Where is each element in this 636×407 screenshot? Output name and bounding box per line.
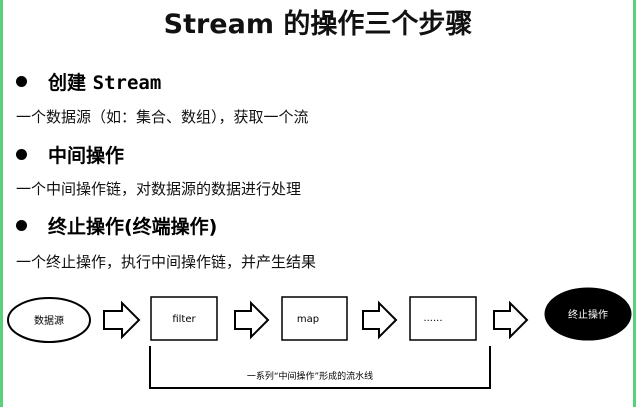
section-description-create: 一个数据源（如：集合、数组），获取一个流 — [16, 108, 309, 126]
page-title: Stream 的操作三个步骤 — [163, 9, 473, 40]
bullet-icon — [16, 76, 27, 87]
section-heading-code: Stream — [92, 72, 162, 94]
bullet-icon — [16, 220, 27, 231]
pipeline-bracket — [149, 346, 491, 389]
flow-arrow-icon — [493, 300, 529, 340]
section-heading-label: 创建 — [48, 72, 93, 94]
map-step-node — [281, 296, 348, 341]
section-heading-create: 创建 Stream — [16, 68, 161, 95]
right-edge-decoration — [633, 0, 636, 407]
section-heading-label: 终止操作(终端操作) — [48, 216, 218, 238]
section-heading-terminal: 终止操作(终端操作) — [16, 212, 217, 239]
left-edge-decoration — [0, 0, 3, 407]
flow-arrow-icon — [234, 300, 270, 340]
flow-arrow-icon — [103, 300, 141, 340]
data-source-label: 数据源 — [34, 314, 64, 327]
terminal-operation-label: 终止操作 — [568, 308, 608, 321]
terminal-operation-node — [544, 287, 632, 341]
more-steps-node — [409, 296, 477, 341]
more-steps-label: ...... — [423, 313, 442, 324]
section-heading-intermediate: 中间操作 — [16, 141, 124, 168]
map-step-label: map — [297, 314, 319, 325]
flow-arrow-icon — [362, 300, 398, 340]
pipeline-caption: 一系列“中间操作”形成的流水线 — [247, 370, 373, 382]
section-heading-label: 中间操作 — [48, 145, 125, 167]
filter-step-node — [150, 296, 218, 341]
section-description-terminal: 一个终止操作，执行中间操作链，并产生结果 — [16, 253, 317, 271]
section-description-intermediate: 一个中间操作链，对数据源的数据进行处理 — [16, 180, 302, 198]
bullet-icon — [16, 149, 27, 160]
data-source-node — [7, 297, 91, 343]
filter-step-label: filter — [172, 314, 196, 325]
